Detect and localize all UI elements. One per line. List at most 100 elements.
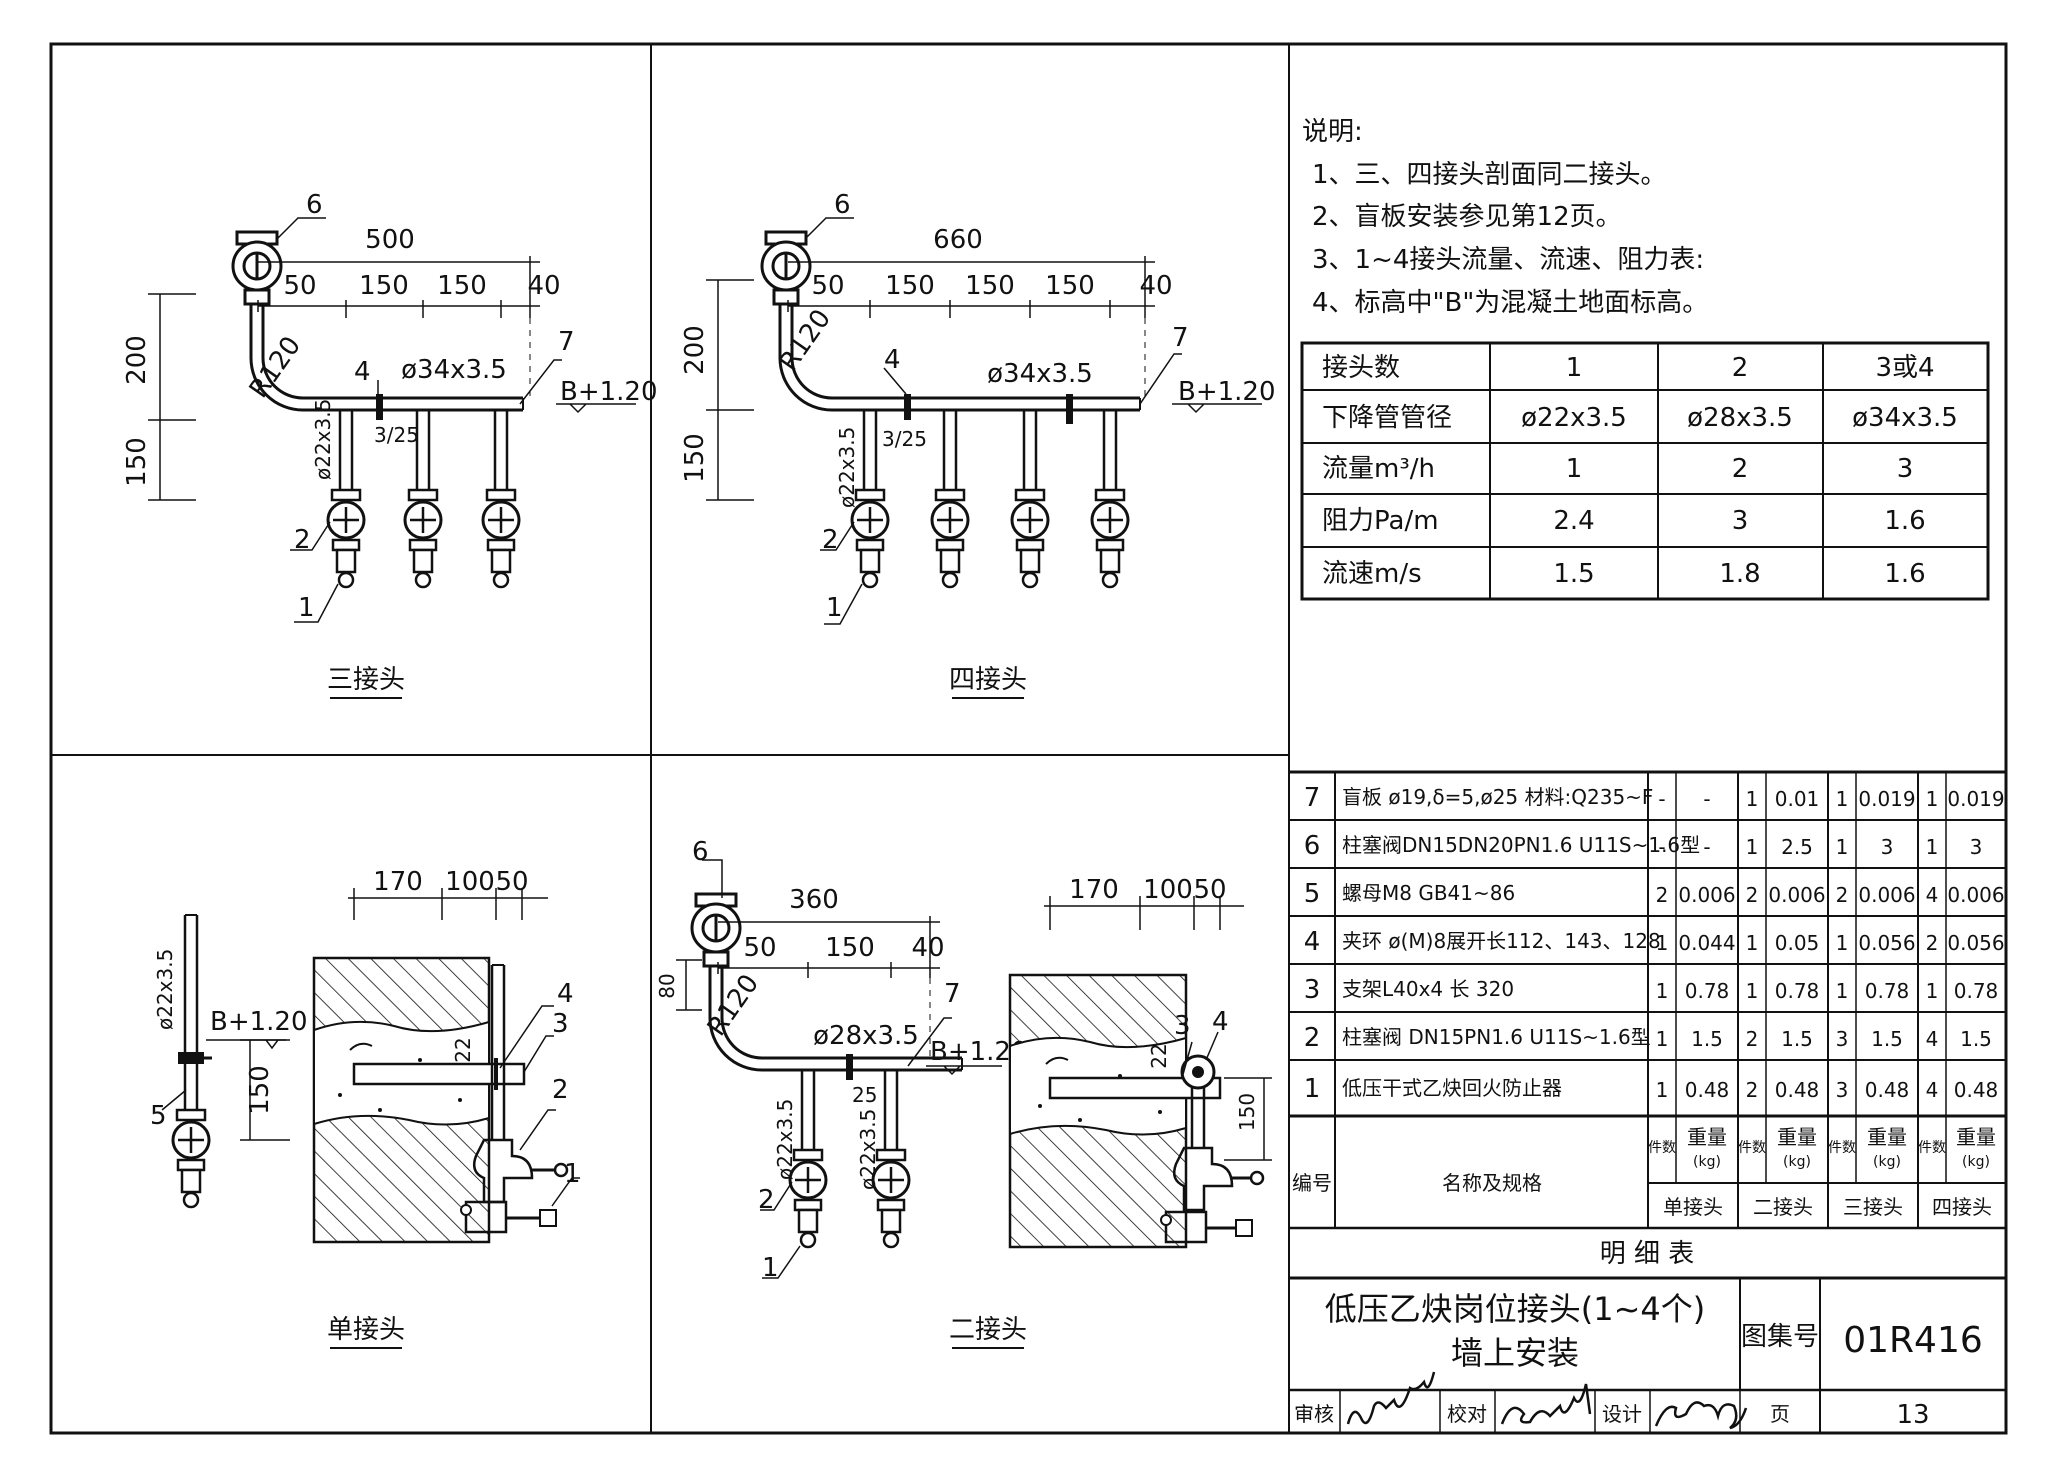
flow-cell: ø22x3.5 [1521,403,1627,433]
part-name: 支架L40x4 长 320 [1342,977,1514,1001]
part-cell: 1 [1926,979,1939,1003]
dim-segment: 40 [911,933,944,963]
qty-header: 件数 [1918,1140,1946,1156]
part-cell: 1 [1656,1027,1669,1051]
atlas-label: 图集号 [1741,1322,1819,1352]
pipe-down-label: ø22x3.5 [835,427,859,508]
part-cell: 0.006 [1768,883,1825,907]
signature-check [1500,1383,1592,1425]
qty-header: 件数 [1648,1140,1676,1156]
part-cell: 0.056 [1858,931,1915,955]
atlas-number: 01R416 [1843,1320,1983,1361]
sub-dims: 3/25 [374,423,419,447]
flow-cell: 下降管管径 [1322,403,1452,433]
part-cell: 1 [1746,835,1759,859]
vdim: 150 [122,437,152,487]
part-no: 6 [1304,831,1321,861]
tag-2: 2 [822,525,839,555]
tag-2: 2 [552,1075,569,1105]
flow-cell: 1 [1566,454,1583,484]
tag-1: 1 [762,1253,779,1283]
qty-header: 件数 [1738,1140,1766,1156]
flow-table: 接头数 1 2 3或4 下降管管径 ø22x3.5 ø28x3.5 ø34x3.… [1300,341,1990,601]
flow-cell: 1.6 [1884,506,1925,536]
small-dim: 22 [451,1037,475,1062]
part-cell: - [1703,835,1710,859]
part-cell: 1 [1656,931,1669,955]
weight-header: 重量 [1687,1125,1727,1149]
flow-cell: 3 [1732,506,1749,536]
note-4: 4、标高中"B"为混凝土地面标高。 [1312,288,1708,318]
tag-4: 4 [884,345,901,375]
part-cell: 0.01 [1775,787,1820,811]
weight-unit: (kg) [1693,1154,1721,1170]
tag-3: 3 [1174,1011,1191,1041]
group-label: 四接头 [1932,1195,1992,1219]
view-four-joints: 660 50 150 150 150 40 200 150 R120 ø34x3… [680,190,1276,699]
part-cell: 1.5 [1691,1027,1723,1051]
note-2: 2、盲板安装参见第12页。 [1312,202,1622,232]
tag-4: 4 [557,979,574,1009]
part-cell: 1 [1836,787,1849,811]
dim-total: 500 [365,225,415,255]
group-label: 单接头 [1663,1195,1723,1219]
part-cell: 3 [1836,1078,1849,1102]
part-cell: 3 [1836,1027,1849,1051]
pipe-main-label: ø34x3.5 [401,355,507,385]
parts-caption: 明 细 表 [1600,1239,1695,1269]
part-cell: 0.48 [1954,1078,1999,1102]
part-cell: 1 [1746,979,1759,1003]
view-caption: 单接头 [327,1315,405,1345]
part-no: 1 [1304,1074,1321,1104]
pipe-down-label: ø22x3.5 [773,1099,797,1180]
weight-header: 重量 [1777,1125,1817,1149]
part-cell: 0.48 [1865,1078,1910,1102]
part-name: 低压干式乙炔回火防止器 [1342,1076,1562,1100]
part-no: 4 [1304,927,1321,957]
part-cell: 0.044 [1678,931,1735,955]
tag-7: 7 [1172,323,1189,353]
part-cell: - [1658,835,1665,859]
tag-1: 1 [564,1159,581,1189]
down-pipe [1090,410,1130,589]
part-cell: 0.006 [1858,883,1915,907]
flow-cell: 1.8 [1719,559,1760,589]
notes: 说明: 1、三、四接头剖面同二接头。 2、盲板安装参见第12页。 3、1~4接头… [1302,117,1708,318]
dim-segment: 150 [825,933,875,963]
part-cell: 0.05 [1775,931,1820,955]
part-cell: 2 [1746,1078,1759,1102]
tag-7: 7 [944,979,961,1009]
radius-label: R120 [774,304,837,377]
part-cell: 1 [1836,835,1849,859]
part-cell: 2 [1746,1027,1759,1051]
tag-7: 7 [558,327,575,357]
part-cell: 0.019 [1858,787,1915,811]
part-cell: 4 [1926,1078,1939,1102]
dim-segment: 150 [359,271,409,301]
wall-dim: 100 [445,867,495,897]
parts-col-name: 名称及规格 [1442,1171,1542,1195]
small-dim: 22 [1147,1043,1171,1068]
part-cell: 4 [1926,883,1939,907]
flow-cell: 流速m/s [1322,559,1422,589]
parts-col-no: 编号 [1292,1171,1332,1195]
part-cell: 1 [1746,787,1759,811]
wall-vdim: 150 [1235,1093,1259,1131]
view-three-joints: 500 50 150 150 40 200 150 R120 ø34x3.5 ø… [122,190,658,699]
view-single-joint: ø22x3.5 B+1.20 150 5 170 100 [150,867,581,1349]
flow-cell: 流量m³/h [1322,454,1435,484]
tag-4: 4 [1212,1007,1229,1037]
sub-dims: 3/25 [882,427,927,451]
tag-1: 1 [298,593,315,623]
dim-segment: 40 [527,271,560,301]
title-block: 低压乙炔岗位接头(1~4个) 墙上安装 图集号 01R416 审核 校对 设计 … [1289,1278,2006,1433]
weight-header: 重量 [1956,1125,1996,1149]
down-pipe [326,410,366,589]
part-cell: 0.78 [1954,979,1999,1003]
view-caption: 三接头 [327,665,405,695]
review-label: 审核 [1294,1402,1334,1426]
part-cell: 1 [1926,787,1939,811]
part-name: 夹环 ø(M)8展开长112、143、128 [1342,929,1661,953]
part-cell: 1 [1656,1078,1669,1102]
flow-cell: 2.4 [1553,506,1594,536]
